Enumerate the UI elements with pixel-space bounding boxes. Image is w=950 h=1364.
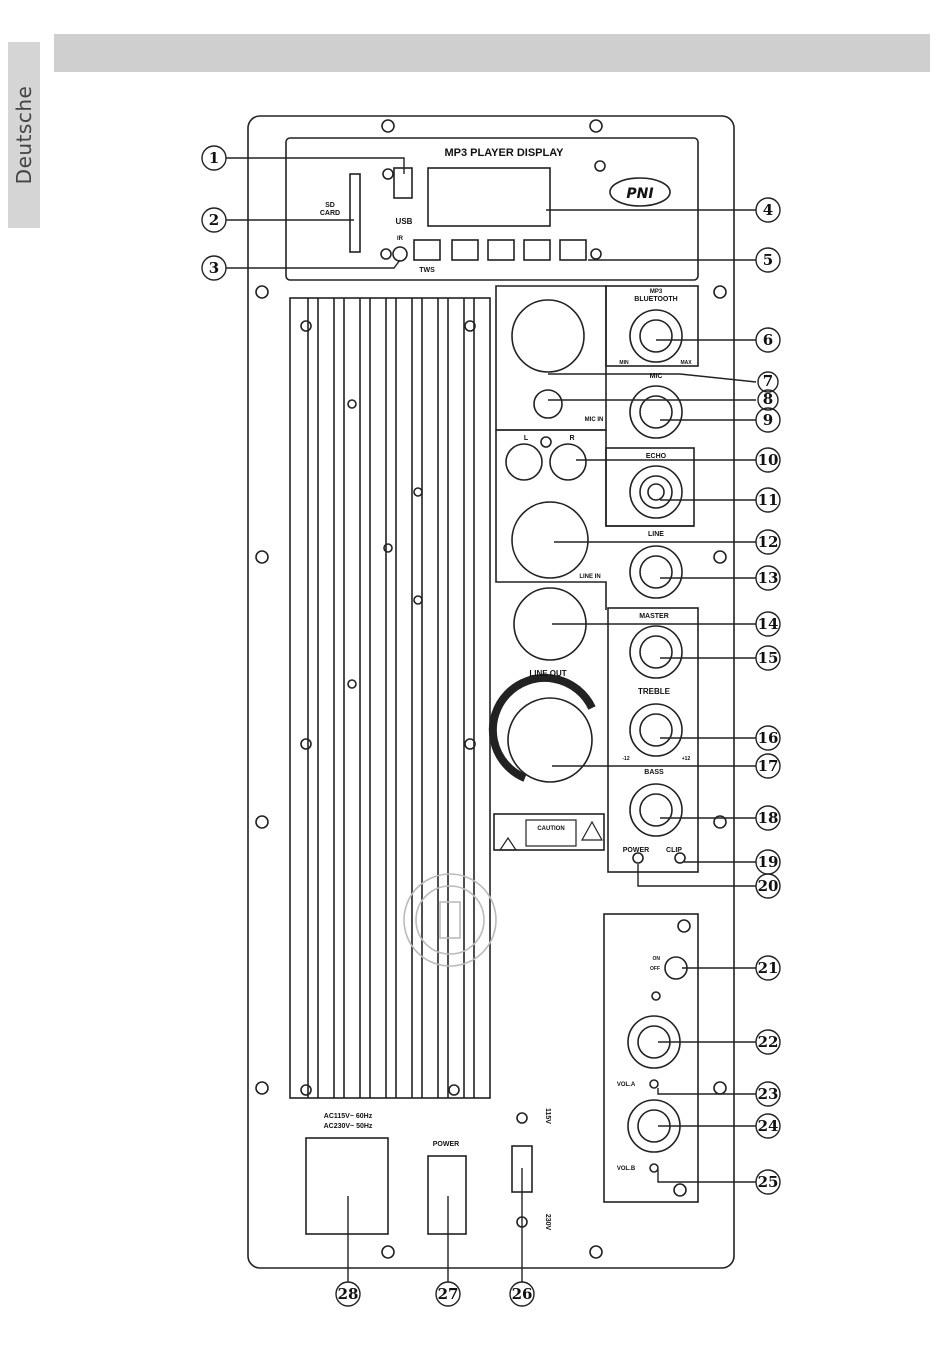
callout-27: 27 bbox=[438, 1285, 459, 1303]
treble-knob[interactable] bbox=[630, 704, 682, 756]
callout-1: 1 bbox=[209, 149, 219, 167]
combo-jack[interactable] bbox=[512, 502, 588, 578]
callout-17: 17 bbox=[758, 757, 779, 775]
treble-plus-label: +12 bbox=[682, 756, 691, 762]
callout-5: 5 bbox=[763, 251, 773, 269]
line-in-right-jack[interactable] bbox=[550, 444, 586, 480]
callout-22: 22 bbox=[758, 1033, 779, 1051]
vol-b-led bbox=[650, 1164, 658, 1172]
vol-b-label: VOL.B bbox=[617, 1166, 636, 1172]
callout-9: 9 bbox=[763, 411, 773, 429]
clip-led-label: CLIP bbox=[666, 847, 682, 854]
bluetooth-top-label: MP3 bbox=[650, 289, 663, 295]
echo-label: ECHO bbox=[646, 453, 667, 460]
callout-3: 3 bbox=[209, 259, 219, 277]
ac-line-1: AC115V~ 60Hz bbox=[324, 1113, 373, 1120]
heat-sink bbox=[290, 298, 496, 1098]
uhf-on-label: ON bbox=[653, 956, 661, 962]
sd-card-label-2: CARD bbox=[320, 210, 340, 217]
mic-label: MIC bbox=[650, 373, 663, 380]
prev-button[interactable] bbox=[452, 240, 478, 260]
callout-11: 11 bbox=[758, 491, 779, 509]
master-eq-section bbox=[608, 608, 698, 872]
caution-label: CAUTION bbox=[537, 826, 564, 832]
speaker-output-jack[interactable] bbox=[508, 698, 592, 782]
treble-label: TREBLE bbox=[638, 687, 671, 696]
v230-label: 230V bbox=[544, 1214, 551, 1231]
callout-10: 10 bbox=[758, 451, 779, 469]
ir-label: IR bbox=[397, 236, 404, 242]
bass-label: BASS bbox=[644, 769, 664, 776]
callout-15: 15 bbox=[758, 649, 779, 667]
right-label: R bbox=[569, 435, 574, 442]
callout-26: 26 bbox=[512, 1285, 533, 1303]
power-switch[interactable] bbox=[428, 1156, 466, 1234]
master-knob[interactable] bbox=[630, 626, 682, 678]
callout-7: 7 bbox=[763, 372, 773, 390]
ac-inlet[interactable] bbox=[306, 1138, 388, 1234]
vol-a-led bbox=[650, 1080, 658, 1088]
callout-6: 6 bbox=[763, 331, 773, 349]
next-button[interactable] bbox=[488, 240, 514, 260]
mic-xlr-jack[interactable] bbox=[512, 300, 584, 372]
callout-19: 19 bbox=[758, 853, 779, 871]
pni-logo: PNI bbox=[626, 186, 653, 202]
callout-25: 25 bbox=[758, 1173, 779, 1191]
callout-2: 2 bbox=[209, 211, 219, 229]
power-led bbox=[633, 853, 643, 863]
left-label: L bbox=[524, 435, 529, 442]
sd-card-slot[interactable] bbox=[350, 174, 360, 252]
mic-in-label: MIC IN bbox=[585, 417, 604, 423]
max-label: MAX bbox=[680, 360, 692, 366]
mp3-module bbox=[286, 138, 698, 280]
callout-13: 13 bbox=[758, 569, 779, 587]
uhf-power-led bbox=[652, 992, 660, 1000]
display-screen bbox=[428, 168, 550, 226]
line-in-label: LINE IN bbox=[579, 574, 600, 580]
usb-port[interactable] bbox=[394, 168, 412, 198]
line-volume-knob[interactable] bbox=[630, 546, 682, 598]
callout-28: 28 bbox=[338, 1285, 359, 1303]
line-out-label: LINE OUT bbox=[529, 669, 566, 678]
line-label: LINE bbox=[648, 531, 664, 538]
tws-label: TWS bbox=[419, 267, 435, 274]
ir-sensor bbox=[393, 247, 407, 261]
callout-14: 14 bbox=[758, 615, 779, 633]
mic-jack-small[interactable] bbox=[534, 390, 562, 418]
usb-label: USB bbox=[396, 217, 413, 226]
power-switch-label: POWER bbox=[433, 1141, 459, 1148]
mp3-display-title: MP3 PLAYER DISPLAY bbox=[444, 147, 564, 159]
callout-23: 23 bbox=[758, 1085, 779, 1103]
sd-card-label-1: SD bbox=[325, 202, 335, 209]
callout-24: 24 bbox=[758, 1117, 779, 1135]
play-pause-button[interactable] bbox=[560, 240, 586, 260]
uhf-off-label: OFF bbox=[650, 966, 660, 972]
callout-4: 4 bbox=[763, 201, 773, 219]
repeat-button[interactable] bbox=[524, 240, 550, 260]
ac-line-2: AC230V~ 50Hz bbox=[324, 1123, 373, 1130]
v115-label: 115V bbox=[544, 1108, 551, 1124]
power-led-label: POWER bbox=[623, 847, 649, 854]
bluetooth-volume-knob[interactable] bbox=[630, 310, 682, 362]
mic-volume-knob[interactable] bbox=[630, 386, 682, 438]
callout-8: 8 bbox=[763, 390, 773, 408]
clip-led bbox=[675, 853, 685, 863]
echo-knob[interactable] bbox=[630, 466, 682, 518]
callout-20: 20 bbox=[758, 877, 779, 895]
line-in-left-jack[interactable] bbox=[506, 444, 542, 480]
min-label: MIN bbox=[619, 360, 629, 366]
callout-12: 12 bbox=[758, 533, 779, 551]
callout-16: 16 bbox=[758, 729, 779, 747]
master-label: MASTER bbox=[639, 613, 669, 620]
bluetooth-label: BLUETOOTH bbox=[634, 296, 677, 303]
vol-a-label: VOL.A bbox=[617, 1082, 636, 1088]
tws-button[interactable] bbox=[414, 240, 440, 260]
treble-minus-label: -12 bbox=[622, 756, 629, 762]
callout-18: 18 bbox=[758, 809, 779, 827]
callout-21: 21 bbox=[758, 959, 779, 977]
bass-knob[interactable] bbox=[630, 784, 682, 836]
